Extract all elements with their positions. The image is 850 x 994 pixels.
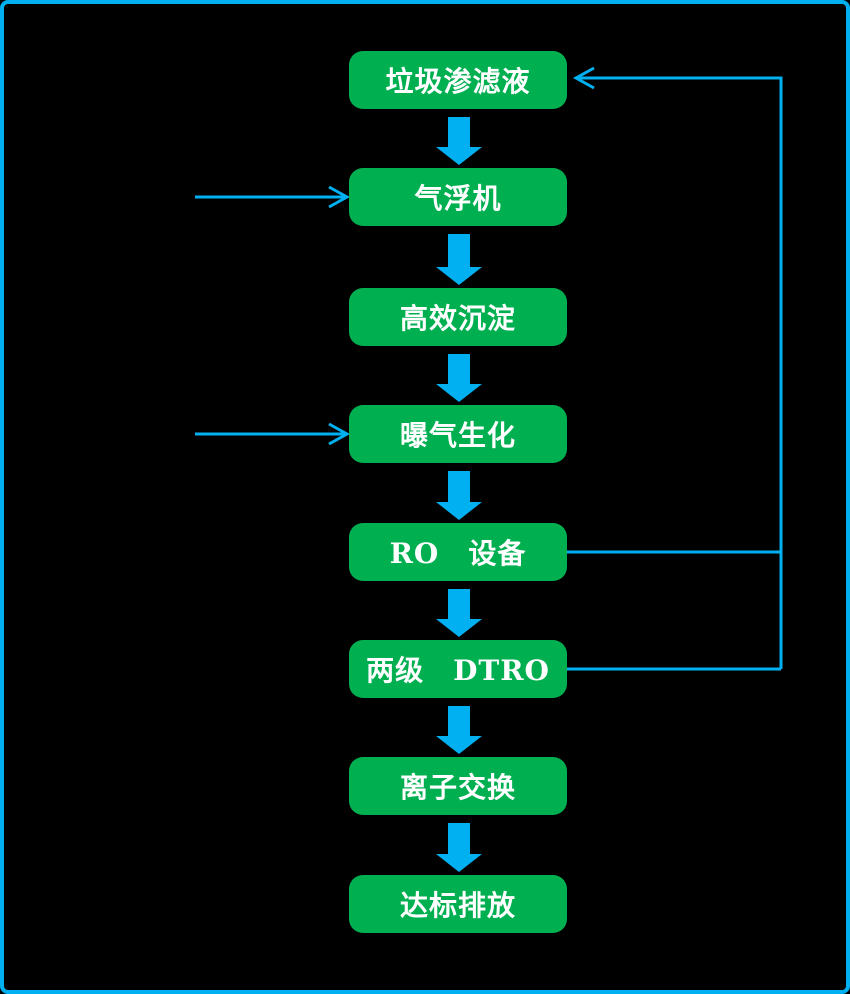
inlet-arrowhead-air-flotation — [328, 185, 351, 209]
down-arrow-1 — [436, 117, 482, 165]
node-ion-exchange: 离子交换 — [349, 757, 567, 815]
node-air-flotation: 气浮机 — [349, 168, 567, 226]
node-ro: RO 设备 — [349, 523, 567, 581]
node-air-flotation-label: 气浮机 — [414, 182, 502, 215]
node-sedimentation: 高效沉淀 — [349, 288, 567, 346]
down-arrow-7 — [436, 823, 482, 872]
down-arrow-2 — [436, 234, 482, 285]
down-arrow-4 — [436, 471, 482, 520]
recycle-return-line — [576, 76, 783, 669]
down-arrow-3 — [436, 354, 482, 402]
node-sedimentation-label: 高效沉淀 — [399, 302, 516, 335]
node-discharge: 达标排放 — [349, 875, 567, 933]
node-aeration-label: 曝气生化 — [399, 419, 516, 452]
inlet-arrowhead-aeration — [328, 422, 351, 446]
node-ion-exchange-label: 离子交换 — [399, 771, 516, 804]
node-leachate-label: 垃圾渗滤液 — [385, 65, 531, 98]
node-discharge-label: 达标排放 — [399, 889, 516, 922]
down-arrow-6 — [436, 706, 482, 754]
node-leachate: 垃圾渗滤液 — [349, 51, 567, 109]
node-dtro: 两级 DTRO — [349, 640, 567, 698]
down-arrow-5 — [436, 589, 482, 637]
node-dtro-label: 两级 DTRO — [366, 654, 550, 687]
node-ro-label: RO 设备 — [389, 537, 527, 570]
node-aeration: 曝气生化 — [349, 405, 567, 463]
recycle-return-arrowhead — [572, 66, 595, 90]
